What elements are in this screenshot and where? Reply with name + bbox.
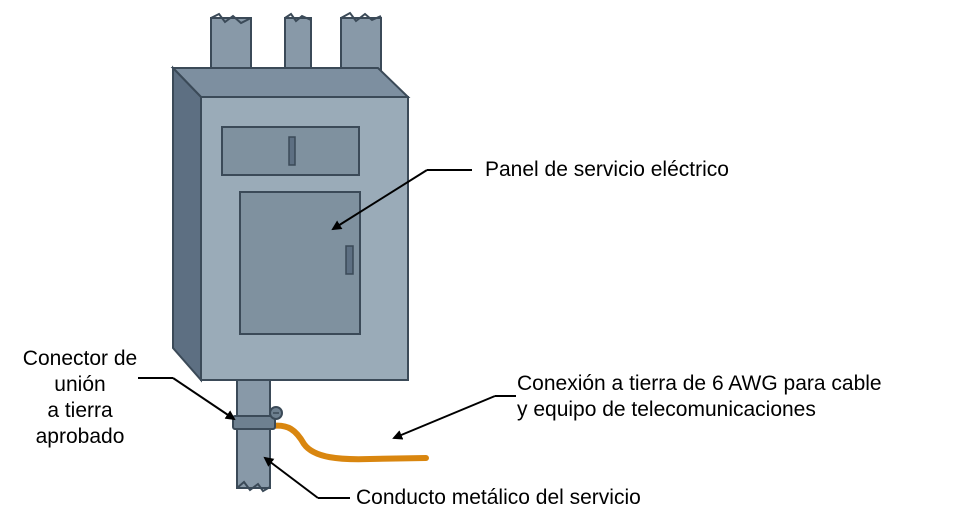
upper-compartment-handle bbox=[288, 136, 296, 166]
ground-wire bbox=[269, 422, 429, 463]
panel-side-face bbox=[172, 65, 202, 383]
conduit-arrow bbox=[263, 456, 319, 499]
door-handle bbox=[345, 245, 354, 275]
connector-label-line-3: a tierra bbox=[47, 399, 113, 422]
bottom-conduit bbox=[236, 379, 271, 493]
connector-label-line-4: aprobado bbox=[35, 425, 125, 448]
conduit-label: Conducto metálico del servicio bbox=[356, 486, 641, 509]
ground-wire-label: Conexión a tierra de 6 AWG para cable y … bbox=[517, 371, 882, 423]
bonding-connector-clamp bbox=[232, 406, 283, 430]
panel-arrow bbox=[331, 169, 428, 231]
connector-label-line-2: unión bbox=[54, 373, 106, 396]
panel-top-face bbox=[170, 67, 411, 98]
connector-arrow bbox=[172, 377, 236, 421]
ground-wire-label-line-2: y equipo de telecomunicaciones bbox=[517, 398, 816, 421]
ground-wire-label-line-1: Conexión a tierra de 6 AWG para cable bbox=[517, 372, 882, 395]
panel-label: Panel de servicio eléctrico bbox=[485, 158, 729, 181]
panel-door bbox=[239, 191, 361, 335]
connector-label: Conector de unión a tierra aprobado bbox=[0, 346, 160, 450]
connector-label-line-1: Conector de bbox=[22, 347, 138, 370]
electrical-panel bbox=[170, 65, 411, 383]
ground-wire-arrow bbox=[392, 395, 496, 440]
